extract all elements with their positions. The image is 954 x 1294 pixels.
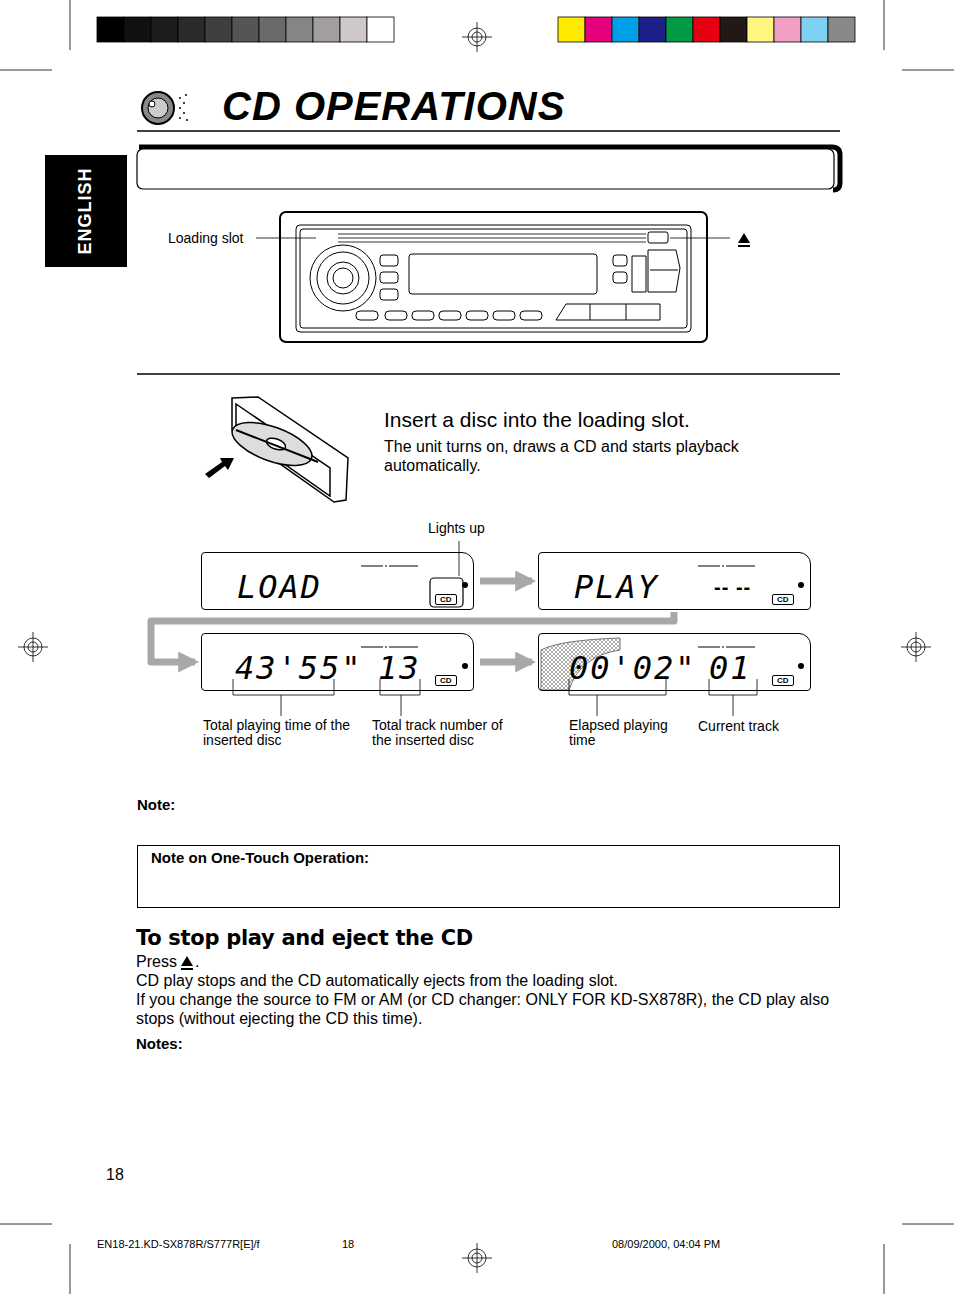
lcd-display: PLAY -- -- CD xyxy=(538,552,811,610)
faceplate-drawing xyxy=(280,212,707,342)
note-box: Note on One-Touch Operation: xyxy=(137,845,840,908)
lcd-text: 13 xyxy=(378,652,421,684)
callout-label: Lights up xyxy=(428,520,485,537)
callout-label: Total playing time of the inserted disc xyxy=(203,718,353,747)
callout-label: Current track xyxy=(698,718,779,735)
box-heading: Note on One-Touch Operation: xyxy=(151,849,831,867)
body-text: Press xyxy=(136,952,177,971)
lcd-display: 43'55" 13CD xyxy=(201,633,474,691)
part-label: Loading slot xyxy=(168,230,244,247)
body-text: CD play stops and the CD automatically e… xyxy=(136,971,856,990)
note-heading: Notes: xyxy=(136,1035,183,1053)
cd-indicator: CD xyxy=(435,675,457,686)
footer-text: 08/09/2000, 04:04 PM xyxy=(612,1238,720,1251)
heading-bar xyxy=(137,147,840,190)
callout-leaders xyxy=(233,541,757,716)
cd-indicator: CD xyxy=(772,675,794,686)
eject-symbol xyxy=(181,956,193,970)
language-tab: ENGLISH xyxy=(45,155,127,267)
cd-indicator: CD xyxy=(772,594,794,605)
color-bars xyxy=(97,17,855,42)
body-text: . xyxy=(195,952,199,971)
section-rule xyxy=(137,373,840,375)
flow-arrow xyxy=(480,578,532,585)
leader-line xyxy=(670,238,730,239)
footer-text: 18 xyxy=(342,1238,354,1251)
eject-symbol xyxy=(738,233,750,247)
title-icon xyxy=(142,92,188,124)
lcd-text: 43'55" xyxy=(235,652,363,684)
lcd-text: PLAY xyxy=(574,571,659,603)
lcd-text: -- -- xyxy=(714,575,751,599)
display-details xyxy=(361,566,804,690)
footer-text: EN18-21.KD-SX878R/S777R[E]/f xyxy=(97,1238,260,1251)
lcd-display: LOAD CD xyxy=(201,552,474,610)
cd-indicator: CD xyxy=(435,594,457,605)
lcd-text: LOAD xyxy=(237,571,322,603)
note-heading: Note: xyxy=(137,796,175,814)
title-rule xyxy=(137,130,840,132)
tab-label: ENGLISH xyxy=(75,167,97,254)
page-number: 18 xyxy=(106,1165,124,1184)
lcd-text: 01 xyxy=(709,652,752,684)
disc-insert-illustration xyxy=(205,397,348,502)
body-text: If you change the source to FM or AM (or… xyxy=(136,990,844,1028)
lcd-text: 00'02" xyxy=(569,652,697,684)
section-heading: To stop play and eject the CD xyxy=(136,926,473,951)
leader-line xyxy=(256,238,316,239)
callout-label: Elapsed playing time xyxy=(569,718,669,747)
step-heading: Insert a disc into the loading slot. xyxy=(384,407,844,432)
flow-arrow xyxy=(480,659,532,666)
callout-label: Total track number of the inserted disc xyxy=(372,718,522,747)
step-body: The unit turns on, draws a CD and starts… xyxy=(384,437,784,475)
lcd-display: 00'02" 01CD xyxy=(538,633,811,691)
page-title: CD OPERATIONS xyxy=(222,84,565,128)
